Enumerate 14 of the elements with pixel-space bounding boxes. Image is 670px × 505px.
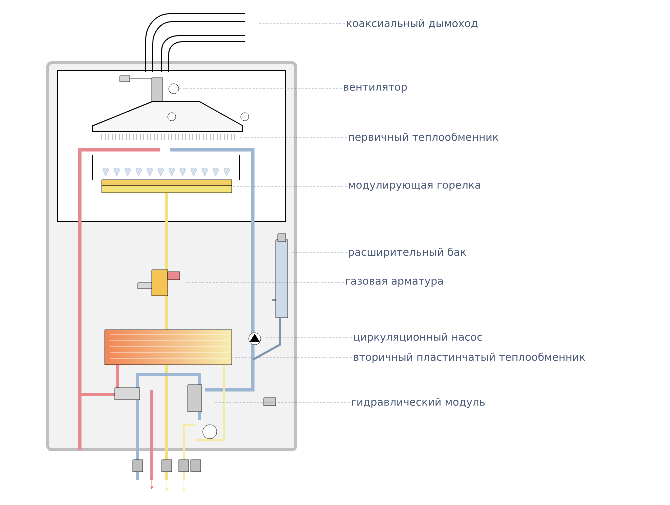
leader-line [232, 186, 348, 188]
part-label: вторичный пластинчатый теплообменник [354, 352, 586, 364]
part-label: коаксиальный дымоход [347, 19, 478, 29]
part-label: газовая арматура [346, 278, 443, 287]
leader-line [214, 402, 350, 404]
part-label: вентилятор [344, 84, 408, 93]
leader-line [186, 282, 344, 284]
part-label: гидравлический модуль [352, 398, 485, 408]
part-label: модулирующая горелка [349, 182, 480, 191]
part-label: циркуляционный насос [354, 332, 482, 344]
leader-line [290, 252, 348, 254]
leader-line [178, 88, 342, 90]
part-label: расширительный бак [349, 248, 466, 258]
part-label: первичный теплообменник [349, 132, 499, 144]
